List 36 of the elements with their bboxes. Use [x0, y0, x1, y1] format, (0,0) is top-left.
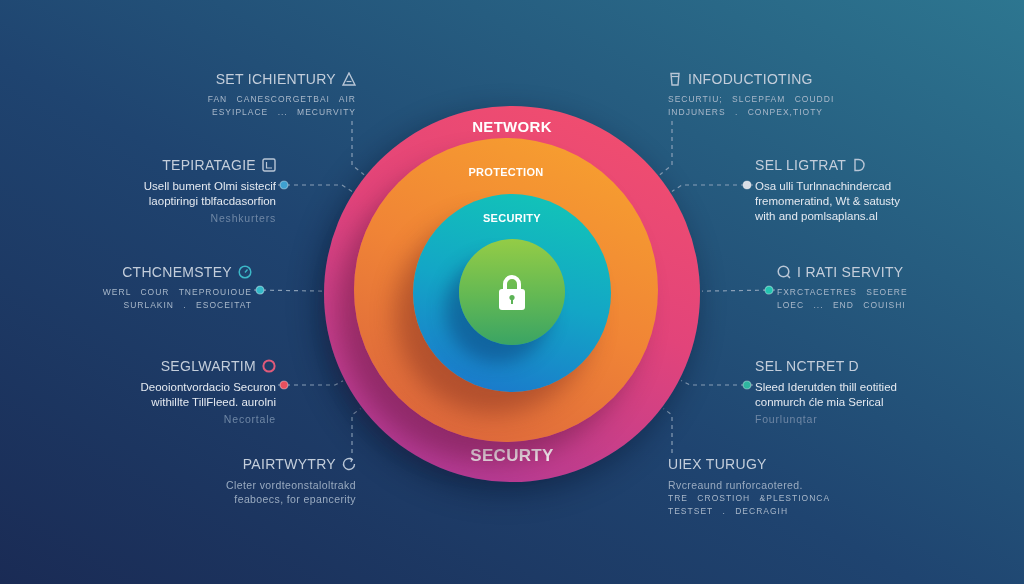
callout-text: FAN CANESCORGETBAI AIR ESYIPLACE ... MECURVITY — [206, 93, 356, 119]
callout-text: Cleter vordteonstaloltrakd feaboecs, for epancerity — [224, 478, 356, 506]
ring-label: NETWORK — [472, 118, 552, 136]
ring-label: SECURTY — [470, 446, 554, 466]
dashed-connector — [351, 120, 365, 176]
callout-title: I RATI SERVITY — [797, 263, 904, 281]
callout-text: SECURTIU; SLCEPFAM COUDDI INDJUNERS . CONPEX,TIOTY — [668, 93, 836, 119]
callout-text: FXRCTACETRES SEOERE LOEC ... END COUISHI — [777, 286, 909, 312]
dashed-connector — [253, 285, 323, 295]
dashed-connector — [680, 379, 754, 390]
callout-text: Usell bument Olmi sistecif laoptiringi tblfacdasorfion — [142, 179, 276, 209]
callout-title: CTHCNEMSTEY — [122, 263, 232, 281]
ring-label: PROTECTION — [468, 166, 544, 179]
callout-note: Necortale — [222, 412, 276, 426]
callout-title: SEGLWARTIM — [160, 357, 256, 375]
dashed-connector — [671, 180, 754, 193]
callout-title: PAIRTWYTRY — [242, 455, 336, 473]
callout-title: TEPIRATAGIE — [162, 156, 256, 174]
callout-text: WERL COUR TNEPROUIOUE SURLAKIN . ESOCEITAT — [101, 286, 252, 312]
dashed-connector — [277, 380, 344, 390]
callout-title: SET ICHIENTURY — [215, 70, 336, 88]
ring-label: SECURITY — [483, 212, 541, 225]
dashed-connector — [701, 285, 776, 295]
callout-title: UIEX TURUGY — [668, 455, 767, 473]
dashed-connector — [277, 180, 353, 193]
callout-text: Sleed Iderutden thill eotitied conmurch ćle mia Serical — [755, 380, 898, 410]
dashed-connector — [659, 120, 673, 176]
callout-title: SEL NCTRET D — [755, 357, 859, 375]
callout-note: Neshkurters — [209, 211, 276, 225]
callout-text: Rvcreaund runforcaotered. — [668, 478, 804, 492]
callout-text: Osa ulli Turlnnachindercad fremomeratind, Wt & satusty with and pomlsaplans.al — [755, 179, 902, 224]
callout-title: SEL LIGTRAT — [755, 156, 847, 174]
callout-text: Deooiontvordacio Securon withillte TillFleed. aurolni — [139, 380, 276, 410]
callout-note: Fourlunqtar — [755, 412, 819, 426]
callout-title: INFODUCTIOTING — [688, 70, 813, 88]
callout-text: TRE CROSTIOH &PLESTIONCA TESTSET . DECRAGIH — [668, 492, 831, 518]
